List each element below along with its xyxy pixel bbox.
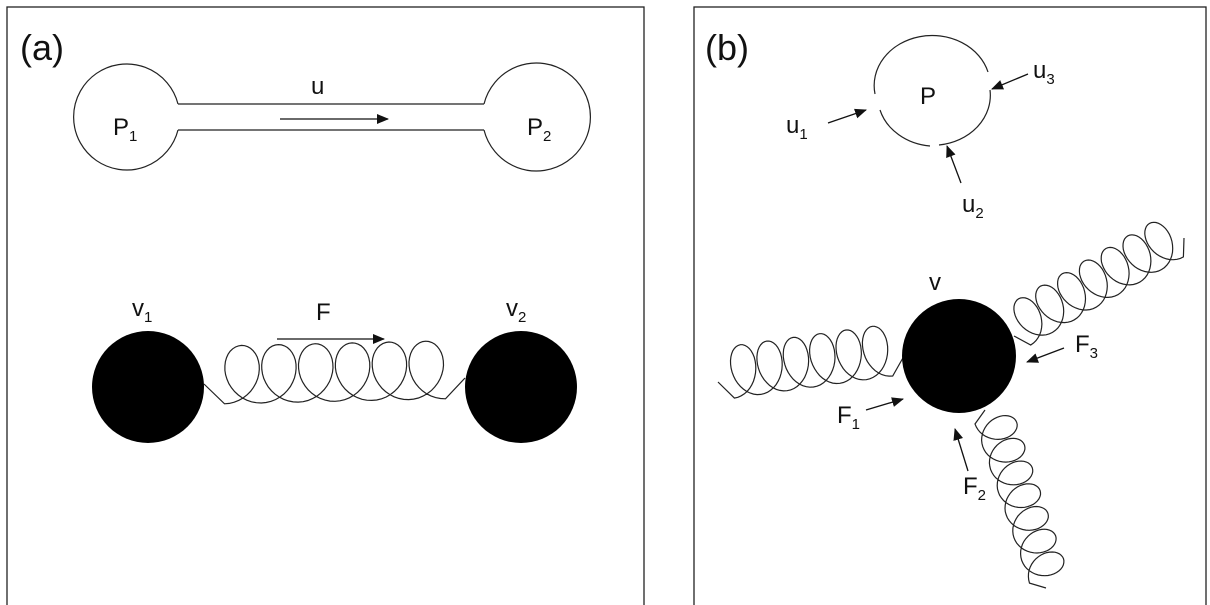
panel-a: (a) P1 P2 u v1 v2 F: [6, 6, 645, 605]
flow-u3-label: u3: [1033, 57, 1055, 88]
force-f-label: F: [316, 299, 331, 326]
force-arrow-f3: [1026, 347, 1065, 363]
pipe-network: P1 P2 u: [73, 62, 592, 172]
flow-u2-label: u2: [962, 191, 984, 222]
mass-v-label: v: [929, 269, 941, 296]
force-arrow-f2: [953, 428, 969, 472]
reservoir-p2: [483, 62, 592, 172]
panel-b-label: (b): [705, 27, 749, 68]
spring-junction-system: v F1 F2 F3: [717, 221, 1185, 589]
mass-v1: [92, 331, 204, 443]
mass-v2: [465, 331, 577, 443]
mass-v2-label: v2: [506, 295, 526, 326]
flow-arrow-u3: [991, 73, 1029, 90]
mass-v1-label: v1: [132, 295, 152, 326]
force-f3-label: F3: [1075, 331, 1098, 362]
panel-b: (b) P u1 u2 u3 v F1 F2 F3: [693, 6, 1207, 605]
flow-u-label: u: [311, 73, 324, 100]
node-p1-label: P1: [113, 114, 137, 145]
flow-arrow-u2: [946, 145, 962, 184]
junction-arc-left: [879, 109, 931, 147]
junction-arc-right: [938, 89, 991, 146]
panel-b-frame: [693, 6, 1207, 605]
spring-b-right-coil: [1013, 221, 1185, 346]
spring-b-left-coil: [717, 325, 905, 399]
spring-mass-system: v1 v2 F: [92, 295, 577, 443]
junction-arc-top: [873, 34, 989, 95]
panel-a-frame: [6, 6, 645, 605]
junction-network: P u1 u2 u3: [786, 34, 1055, 222]
node-p2-label: P2: [527, 114, 551, 145]
force-arrow-f1: [865, 397, 904, 411]
spring-b-bottom-coil: [974, 409, 1065, 589]
force-f2-label: F2: [963, 473, 986, 504]
panel-a-label: (a): [20, 27, 64, 68]
junction-p-label: P: [920, 83, 936, 110]
reservoir-p1: [73, 63, 179, 171]
flow-arrow-u1: [827, 108, 867, 124]
flow-u1-label: u1: [786, 112, 808, 143]
spring-a-coil: [203, 340, 466, 405]
mass-v: [902, 299, 1016, 413]
force-f1-label: F1: [837, 402, 860, 433]
